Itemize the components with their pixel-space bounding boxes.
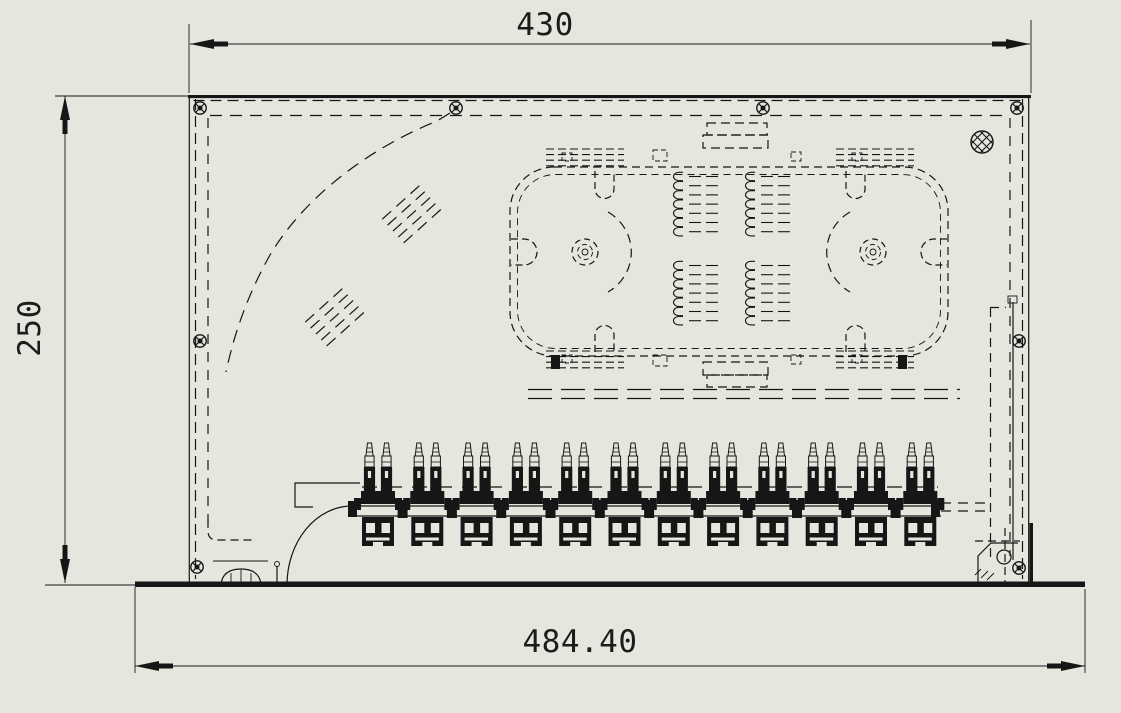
splice-tray	[509, 122, 949, 388]
dim-label-base-width: 484.40	[523, 624, 638, 660]
fiber-adapter-unit	[501, 442, 550, 546]
splice-protector-bundles	[304, 185, 442, 347]
bottom-left-hinge	[213, 560, 280, 585]
screw-fasteners	[190, 101, 1026, 575]
dimension-base-width: 484.40	[134, 587, 1086, 673]
cable-route-curve	[225, 112, 451, 373]
dim-label-top-width: 430	[516, 7, 574, 43]
fiber-adapter-unit	[551, 442, 600, 546]
bottom-right-latch	[974, 542, 1018, 583]
fiber-adapter-unit	[649, 442, 698, 546]
tray-top-tab	[706, 122, 768, 136]
fiber-adapter-unit	[452, 442, 501, 546]
fiber-adapter-unit	[797, 442, 846, 546]
tray-entry-combs	[546, 148, 914, 369]
fiber-adapter-unit	[847, 442, 895, 546]
fiber-adapter-unit	[354, 442, 402, 546]
tray-post-left	[571, 238, 599, 266]
screw-fastener	[1012, 334, 1026, 348]
splice-holder-combs	[673, 171, 790, 326]
adapter-row	[348, 442, 945, 546]
dimension-left-height: 250	[12, 95, 188, 586]
fiber-adapter-unit	[748, 442, 797, 546]
knurled-thumbscrew	[970, 130, 994, 154]
dimension-top-width: 430	[188, 7, 1032, 93]
base-plate	[135, 581, 1085, 587]
screw-fastener	[756, 101, 770, 115]
screw-fastener	[449, 101, 463, 115]
tray-bottom-tab	[702, 361, 769, 376]
splice-protector-bundle	[381, 185, 442, 244]
screw-fastener	[193, 101, 207, 115]
dimension-arrows	[60, 39, 1085, 671]
dim-label-left-height: 250	[12, 299, 48, 357]
splice-protector-bundle	[304, 288, 365, 347]
fiber-adapter-unit	[600, 442, 649, 546]
fiber-adapter-unit	[699, 442, 748, 546]
fiber-adapter-unit	[896, 442, 945, 546]
screw-fastener	[193, 334, 207, 348]
fiber-guide-arc	[286, 505, 353, 586]
fiber-adapter-unit	[403, 442, 452, 546]
screw-fastener	[190, 560, 204, 574]
tray-post-right	[859, 238, 887, 266]
mounting-bar	[528, 388, 960, 400]
enclosure-outline	[135, 95, 1085, 587]
enclosure-inner-dashed-lining	[193, 99, 1025, 582]
screw-fastener	[1010, 101, 1024, 115]
screw-fastener	[1012, 561, 1026, 575]
